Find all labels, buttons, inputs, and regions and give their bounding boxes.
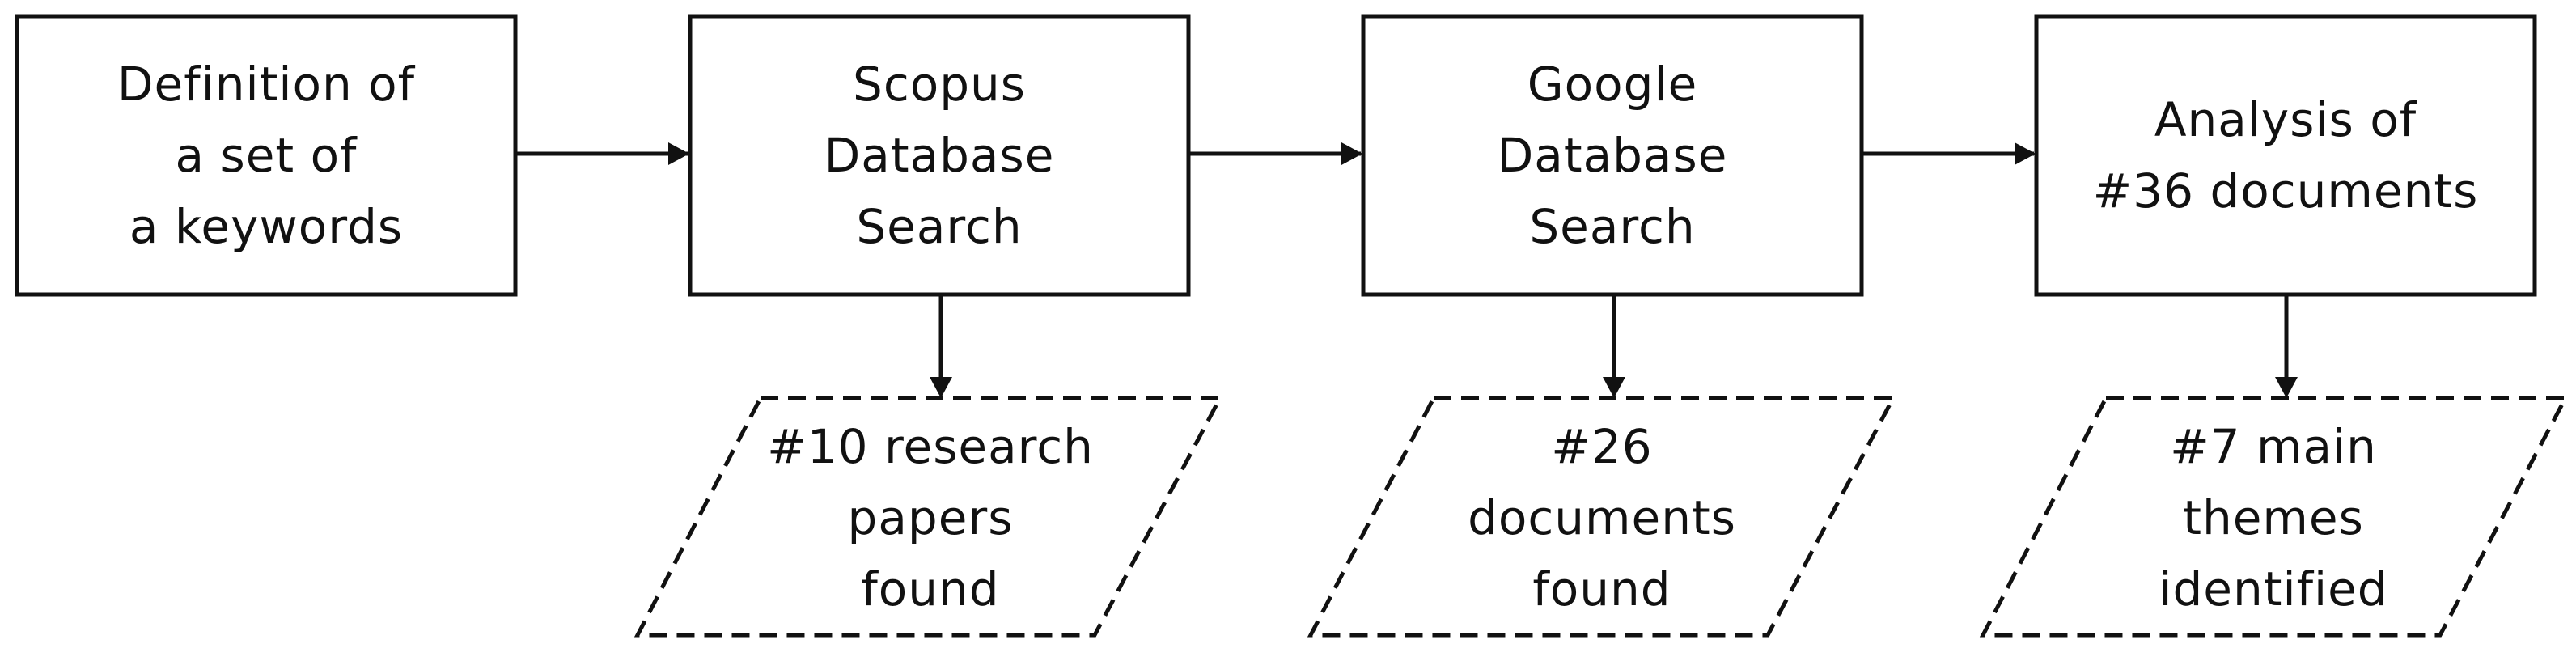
output-line: documents xyxy=(1468,490,1736,545)
step-box-google-search xyxy=(1361,14,1864,297)
step-line: Search xyxy=(856,199,1023,254)
step-box-analysis xyxy=(2034,14,2537,297)
output-line: #26 xyxy=(1551,419,1653,474)
output-arrowhead-google xyxy=(1603,377,1625,398)
output-line: identified xyxy=(2159,561,2388,617)
flow-arrowhead-2 xyxy=(1341,142,1362,165)
step-scopus-search: Scopus Database Search xyxy=(690,16,1188,294)
output-shape-analysis xyxy=(1979,396,2570,638)
step-line: Google xyxy=(1527,57,1698,112)
output-line: themes xyxy=(2183,490,2364,545)
output-arrowhead-analysis xyxy=(2275,377,2298,398)
output-line: found xyxy=(861,561,1000,617)
output-shape-scopus xyxy=(633,396,1224,638)
flow-arrowhead-3 xyxy=(2015,142,2036,165)
output-line: #10 research xyxy=(767,419,1094,474)
step-line: Database xyxy=(1497,128,1728,183)
output-scopus: #10 research papers found xyxy=(740,409,1121,627)
output-line: #7 main xyxy=(2170,419,2377,474)
step-line: a set of xyxy=(175,128,358,183)
step-line: Definition of xyxy=(117,57,416,112)
step-line: a keywords xyxy=(129,199,404,254)
step-line: Scopus xyxy=(853,57,1026,112)
step-line: #36 documents xyxy=(2092,163,2479,218)
output-line: papers xyxy=(847,490,1014,545)
step-google-search: Google Database Search xyxy=(1363,16,1862,294)
step-line: Search xyxy=(1529,199,1696,254)
output-google: #26 documents found xyxy=(1412,409,1792,627)
output-arrowhead-scopus xyxy=(930,377,952,398)
step-box-scopus-search xyxy=(688,14,1191,297)
step-line: Analysis of xyxy=(2154,92,2417,147)
output-analysis: #7 main themes identified xyxy=(2083,409,2464,627)
flow-arrowhead-1 xyxy=(668,142,689,165)
step-analysis: Analysis of #36 documents xyxy=(2036,16,2535,294)
output-line: found xyxy=(1532,561,1671,617)
step-box-define-keywords xyxy=(15,14,518,297)
step-define-keywords: Definition of a set of a keywords xyxy=(17,16,515,294)
step-line: Database xyxy=(824,128,1055,183)
output-shape-google xyxy=(1307,396,1897,638)
